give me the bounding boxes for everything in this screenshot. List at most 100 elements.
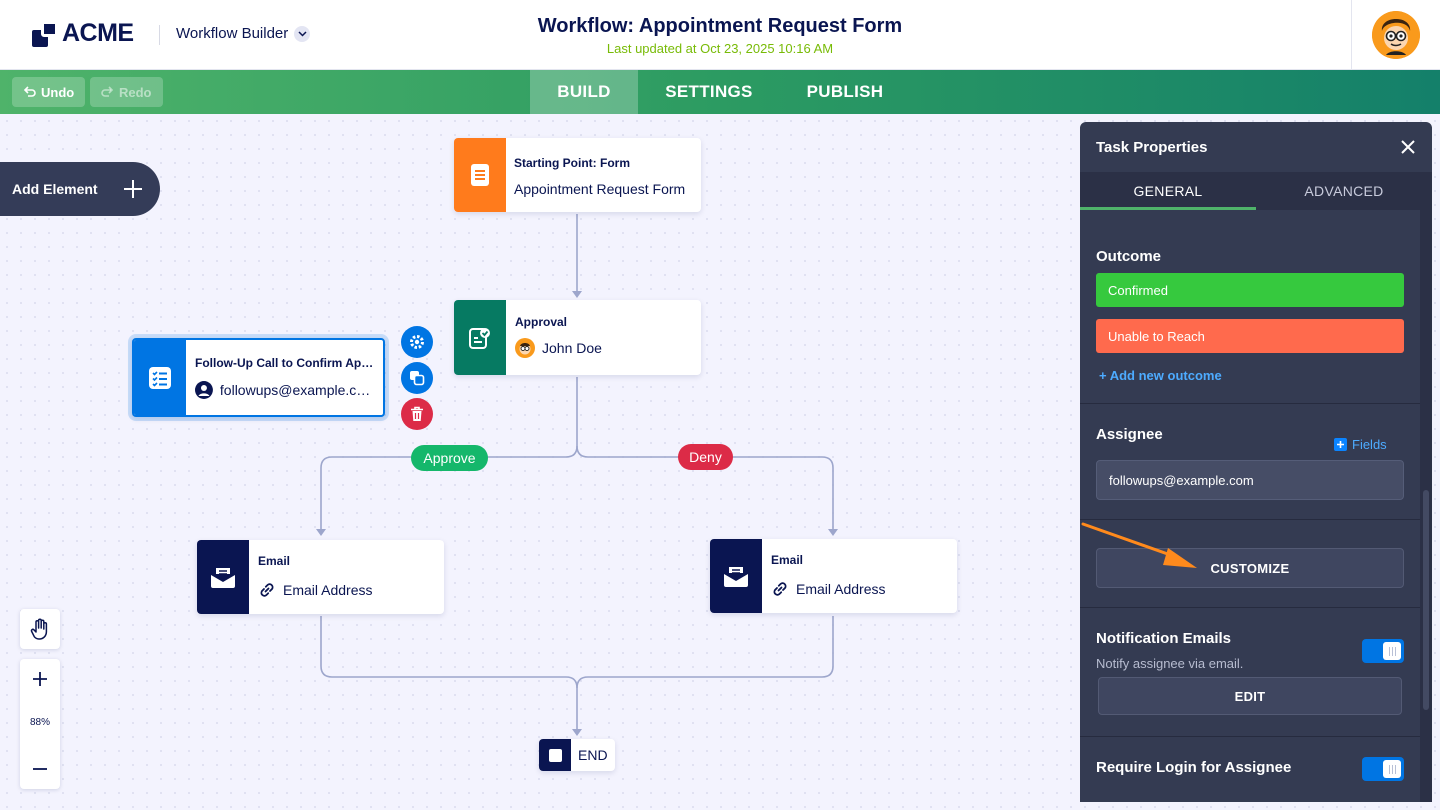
link-icon xyxy=(773,582,787,596)
tab-publish[interactable]: PUBLISH xyxy=(806,82,884,101)
panel-header: Task Properties xyxy=(1080,122,1432,172)
node-start-form[interactable]: Starting Point: Form Appointment Request… xyxy=(454,138,701,212)
app-header: ACME Workflow Builder Workflow: Appointm… xyxy=(0,0,1440,70)
end-label: END xyxy=(578,747,608,763)
section-divider xyxy=(1080,736,1420,737)
undo-icon xyxy=(23,86,36,97)
tab-settings[interactable]: SETTINGS xyxy=(665,82,753,101)
tab-advanced[interactable]: ADVANCED xyxy=(1304,183,1384,199)
acme-logo-icon xyxy=(32,20,58,47)
require-login-title: Require Login for Assignee xyxy=(1096,759,1292,776)
node-email-left-title: Email xyxy=(258,554,291,568)
node-start-subtitle: Appointment Request Form xyxy=(514,181,686,197)
node-email-right-title: Email xyxy=(771,553,804,567)
panel-title: Task Properties xyxy=(1096,138,1208,156)
assignee-avatar xyxy=(515,338,535,358)
node-start-strip xyxy=(454,138,506,212)
outcome-title: Outcome xyxy=(1096,248,1162,265)
task-list-icon xyxy=(149,366,171,389)
notification-desc: Notify assignee via email. xyxy=(1096,656,1244,671)
hand-icon xyxy=(30,618,48,640)
node-delete-button[interactable] xyxy=(401,398,433,430)
workflow-title-block: Workflow: Appointment Request Form Last … xyxy=(420,15,1020,56)
panel-tabs: GENERAL ADVANCED xyxy=(1080,172,1432,210)
zoom-out-button[interactable] xyxy=(20,749,60,789)
stop-icon xyxy=(539,739,571,771)
node-approval-title: Approval xyxy=(515,315,568,329)
link-icon xyxy=(260,583,274,597)
form-icon xyxy=(471,164,489,186)
trash-icon xyxy=(411,406,423,421)
assignee-input[interactable]: followups@example.com xyxy=(1096,460,1404,500)
toggle-knob xyxy=(1383,760,1401,778)
zoom-in-button[interactable] xyxy=(20,659,60,699)
add-element-button[interactable]: Add Element xyxy=(0,162,160,216)
approval-icon xyxy=(469,327,490,349)
email-icon xyxy=(211,568,235,588)
node-email-left-recipient: Email Address xyxy=(258,581,444,599)
node-email-left-strip xyxy=(197,540,249,614)
zoom-controls: 88% xyxy=(20,659,60,789)
undo-button[interactable]: Undo xyxy=(12,77,86,107)
plus-icon xyxy=(33,672,47,686)
user-avatar[interactable] xyxy=(1372,11,1420,59)
plus-square-icon xyxy=(1334,438,1347,451)
chevron-down-icon xyxy=(294,25,311,42)
pan-hand-button[interactable] xyxy=(20,609,60,649)
builder-toolbar: Undo Redo BUILD SETTINGS PUBLISH xyxy=(0,70,1440,114)
node-email-right-recipient: Email Address xyxy=(771,580,957,598)
node-email-left[interactable]: Email Email Address xyxy=(197,540,444,614)
acme-logo[interactable]: ACME xyxy=(32,19,134,48)
scrollbar-thumb[interactable] xyxy=(1423,490,1429,710)
section-divider xyxy=(1080,403,1420,404)
node-end[interactable]: END xyxy=(539,739,615,771)
panel-scrollbar[interactable] xyxy=(1420,210,1432,802)
notification-title: Notification Emails xyxy=(1096,630,1232,647)
node-approval[interactable]: Approval John Doe xyxy=(454,300,701,375)
add-new-outcome-link[interactable]: + Add new outcome xyxy=(1099,368,1222,383)
last-updated: Last updated at Oct 23, 2025 10:16 AM xyxy=(606,41,834,56)
node-followup-strip xyxy=(134,340,186,415)
close-icon[interactable] xyxy=(1400,139,1416,155)
add-element-label: Add Element xyxy=(12,181,98,197)
node-duplicate-button[interactable] xyxy=(401,362,433,394)
customize-button[interactable]: CUSTOMIZE xyxy=(1096,548,1404,588)
node-email-right-strip xyxy=(710,539,762,613)
task-properties-panel: Task Properties GENERAL ADVANCED Outcome… xyxy=(1080,122,1432,802)
assignee-title: Assignee xyxy=(1096,426,1163,443)
outcome-unable-to-reach[interactable]: Unable to Reach xyxy=(1096,319,1404,353)
node-followup-assignee: followups@example.com xyxy=(195,381,375,399)
header-divider-right xyxy=(1351,0,1352,70)
branch-deny-badge[interactable]: Deny xyxy=(678,444,733,470)
duplicate-icon xyxy=(410,371,425,386)
node-start-title: Starting Point: Form xyxy=(514,156,630,170)
page-title: Workflow: Appointment Request Form xyxy=(537,15,903,37)
gear-icon xyxy=(410,335,424,349)
redo-label: Redo xyxy=(119,84,152,100)
tab-build[interactable]: BUILD xyxy=(530,70,638,114)
plus-icon xyxy=(124,180,142,198)
node-approval-assignee: John Doe xyxy=(515,338,701,358)
edit-notification-button[interactable]: EDIT xyxy=(1098,677,1402,715)
zoom-level: 88% xyxy=(29,717,50,728)
fields-link[interactable]: Fields xyxy=(1334,437,1387,452)
user-circle-icon xyxy=(195,381,213,399)
email-icon xyxy=(724,567,748,587)
redo-button[interactable]: Redo xyxy=(90,77,163,107)
notification-toggle[interactable] xyxy=(1362,639,1404,663)
workflow-builder-dropdown[interactable]: Workflow Builder xyxy=(176,25,311,42)
node-settings-button[interactable] xyxy=(401,326,433,358)
branch-approve-badge[interactable]: Approve xyxy=(411,445,488,471)
node-approval-strip xyxy=(454,300,506,375)
section-divider xyxy=(1080,607,1420,608)
outcome-confirmed[interactable]: Confirmed xyxy=(1096,273,1404,307)
node-followup-title: Follow-Up Call to Confirm Appointment xyxy=(195,356,375,370)
section-divider xyxy=(1080,519,1420,520)
builder-label: Workflow Builder xyxy=(176,25,289,42)
node-email-right[interactable]: Email Email Address xyxy=(710,539,957,613)
node-followup-task[interactable]: Follow-Up Call to Confirm Appointment fo… xyxy=(132,338,385,417)
minus-icon xyxy=(33,768,47,770)
require-login-toggle[interactable] xyxy=(1362,757,1404,781)
tab-general[interactable]: GENERAL xyxy=(1080,172,1256,210)
toggle-knob xyxy=(1383,642,1401,660)
